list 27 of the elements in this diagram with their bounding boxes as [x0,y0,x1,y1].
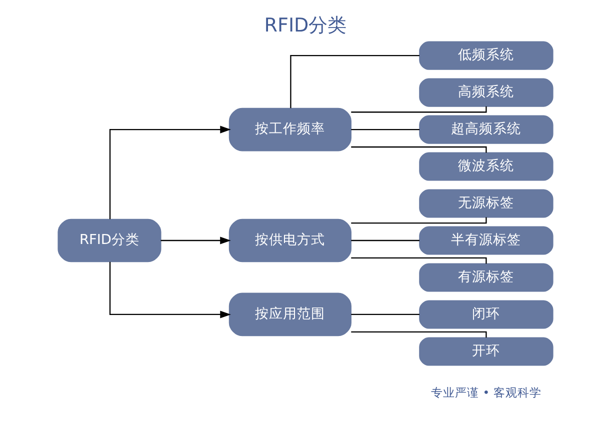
node-box: 按应用范围 [228,292,352,336]
node-box: 低频系统 [419,41,554,70]
connector [351,106,487,113]
node-box: 高频系统 [419,78,554,107]
node-box: 微波系统 [419,152,554,181]
node-box: 闭环 [419,300,554,329]
connector [351,314,420,316]
arrow [109,262,231,318]
connector [351,146,487,153]
connector [290,55,420,108]
node-box: 有源标签 [419,263,554,292]
connector [351,128,420,130]
arrow [109,126,231,220]
node-box: 按供电方式 [228,218,352,262]
node-box: 无源标签 [419,189,554,218]
node-box: RFID分类 [58,218,162,262]
connector [351,240,420,242]
diagram-title: RFID分类 [264,14,347,37]
arrow [160,236,231,244]
label: 专业严谨 • 客观科学 [431,386,542,400]
node-box: 超高频系统 [419,115,554,144]
node-box: 半有源标签 [419,226,554,255]
node-box: 开环 [419,337,554,366]
connector [351,257,487,264]
connector [351,331,487,338]
node-box: 按工作频率 [228,108,352,152]
connector [351,217,487,224]
